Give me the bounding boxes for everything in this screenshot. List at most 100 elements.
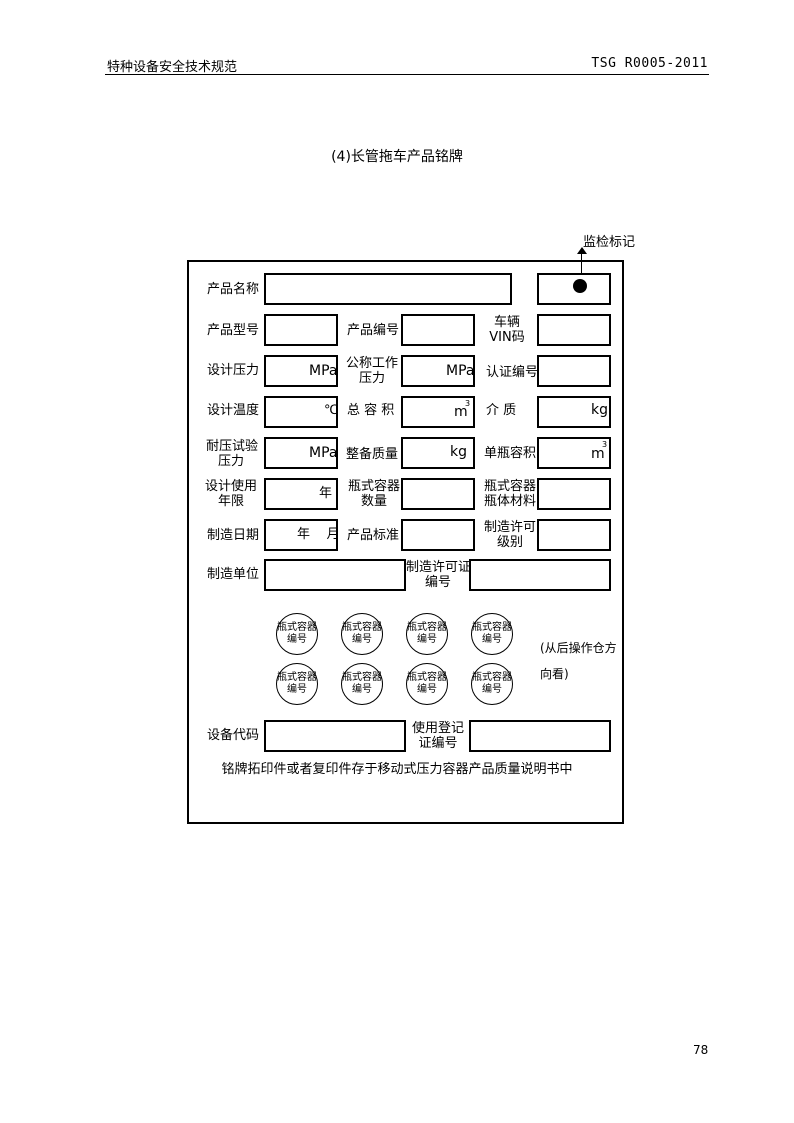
bottle-circle-line2: 编号 (352, 684, 372, 695)
inspection-mark-dot (573, 279, 587, 293)
view-direction-note-line2: 向看) (540, 667, 569, 681)
bottle-number-circle: 瓶式容器编号 (406, 663, 448, 705)
field-license-number (469, 559, 611, 591)
unit-cubic-meter-total: m (454, 404, 468, 420)
field-product-name (264, 273, 512, 305)
bottle-number-circle: 瓶式容器编号 (276, 663, 318, 705)
bottle-circle-line2: 编号 (417, 634, 437, 645)
label-design-life-line2: 年限 (217, 494, 244, 509)
field-certification-number (537, 355, 611, 387)
label-license-number-line1: 制造许可证 (406, 560, 472, 575)
unit-celsius: ℃ (324, 403, 339, 418)
field-product-number (401, 314, 475, 346)
unit-year: 年 (319, 486, 333, 501)
leader-arrowhead (577, 247, 587, 254)
inspection-mark-label: 监检标记 (583, 235, 636, 250)
inspection-mark-leader (581, 250, 582, 285)
label-vehicle-vin-line2: VIN码 (489, 330, 525, 345)
label-license-level-line1: 制造许可 (483, 520, 536, 535)
label-license-level-line2: 级别 (496, 535, 523, 550)
label-product-model: 产品型号 (207, 323, 260, 338)
label-design-temperature: 设计温度 (207, 403, 260, 418)
label-medium: 介 质 (486, 403, 517, 418)
bottle-circle-line2: 编号 (417, 684, 437, 695)
bottle-circle-line2: 编号 (287, 634, 307, 645)
bottle-circle-line1: 瓶式容器 (472, 622, 512, 633)
bottle-circle-line1: 瓶式容器 (342, 672, 382, 683)
bottle-number-circle: 瓶式容器编号 (341, 663, 383, 705)
field-product-model (264, 314, 338, 346)
header-spec-title: 特种设备安全技术规范 (107, 60, 238, 75)
field-bottle-count (401, 478, 475, 510)
bottle-circle-line2: 编号 (287, 684, 307, 695)
label-bottle-count-line2: 数量 (360, 494, 387, 509)
label-nominal-pressure-line2: 压力 (358, 371, 385, 386)
label-nominal-pressure-line1: 公称工作 (346, 356, 399, 371)
label-product-name: 产品名称 (207, 282, 260, 297)
label-vehicle-vin-line1: 车辆 (493, 315, 520, 330)
label-registration-cert-line1: 使用登记 (411, 721, 464, 736)
unit-kg-medium: kg (591, 402, 608, 418)
label-certification-number: 认证编号 (486, 365, 539, 380)
field-design-temperature (264, 396, 338, 428)
page-number: 78 (693, 1043, 709, 1057)
label-equipment-mass: 整备质量 (346, 447, 399, 462)
bottle-number-circle: 瓶式容器编号 (406, 613, 448, 655)
label-equipment-code: 设备代码 (207, 728, 260, 743)
label-product-number: 产品编号 (347, 323, 400, 338)
label-total-volume: 总 容 积 (347, 403, 395, 418)
field-design-life (264, 478, 338, 510)
label-test-pressure-line2: 压力 (217, 454, 244, 469)
view-direction-note-line1: (从后操作仓方 (540, 641, 617, 655)
field-manufacturer (264, 559, 406, 591)
unit-cubic-meter-single: m (591, 446, 605, 462)
bottle-number-circle: 瓶式容器编号 (276, 613, 318, 655)
label-product-standard: 产品标准 (347, 528, 400, 543)
unit-mpa-test: MPa (309, 445, 338, 461)
rubbing-note: 铭牌拓印件或者复印件存于移动式压力容器产品质量说明书中 (221, 762, 573, 777)
bottle-circle-line1: 瓶式容器 (407, 672, 447, 683)
bottle-circle-line1: 瓶式容器 (342, 622, 382, 633)
bottle-circle-line2: 编号 (482, 684, 502, 695)
bottle-circle-line1: 瓶式容器 (407, 622, 447, 633)
label-registration-cert-line2: 证编号 (418, 736, 458, 751)
label-bottle-material-line2: 瓶体材料 (483, 494, 536, 509)
label-design-pressure: 设计压力 (207, 363, 260, 378)
label-license-number-line2: 编号 (424, 575, 451, 590)
nameplate-frame (187, 260, 624, 824)
figure-title: (4)长管拖车产品铭牌 (331, 149, 463, 165)
field-test-pressure (264, 437, 338, 469)
label-bottle-material-line1: 瓶式容器 (483, 479, 536, 494)
field-license-level (537, 519, 611, 551)
field-nominal-pressure (401, 355, 475, 387)
unit-cubic-exponent-total: 3 (465, 399, 471, 408)
field-bottle-material (537, 478, 611, 510)
field-registration-cert (469, 720, 611, 752)
field-vehicle-vin (537, 314, 611, 346)
header-standard-code: TSG R0005-2011 (591, 56, 708, 71)
label-test-pressure-line1: 耐压试验 (206, 439, 259, 454)
bottle-circle-line1: 瓶式容器 (277, 622, 317, 633)
unit-year-month: 年 月 (297, 527, 340, 542)
field-equipment-mass (401, 437, 475, 469)
label-manufacturer: 制造单位 (207, 567, 260, 582)
label-single-bottle-volume: 单瓶容积 (484, 446, 537, 461)
field-product-standard (401, 519, 475, 551)
bottle-circle-line1: 瓶式容器 (472, 672, 512, 683)
label-bottle-count-line1: 瓶式容器 (347, 479, 400, 494)
bottle-number-circle: 瓶式容器编号 (341, 613, 383, 655)
bottle-number-circle: 瓶式容器编号 (471, 613, 513, 655)
field-manufacture-date (264, 519, 338, 551)
field-medium (537, 396, 611, 428)
unit-mpa-nominal: MPa (446, 363, 475, 379)
bottle-circle-line1: 瓶式容器 (277, 672, 317, 683)
field-equipment-code (264, 720, 406, 752)
unit-mpa-design: MPa (309, 363, 338, 379)
field-design-pressure (264, 355, 338, 387)
field-total-volume (401, 396, 475, 428)
label-design-life-line1: 设计使用 (205, 479, 258, 494)
unit-cubic-exponent-single: 3 (602, 440, 608, 449)
header-rule (105, 74, 709, 75)
label-manufacture-date: 制造日期 (207, 528, 260, 543)
bottle-circle-line2: 编号 (482, 634, 502, 645)
